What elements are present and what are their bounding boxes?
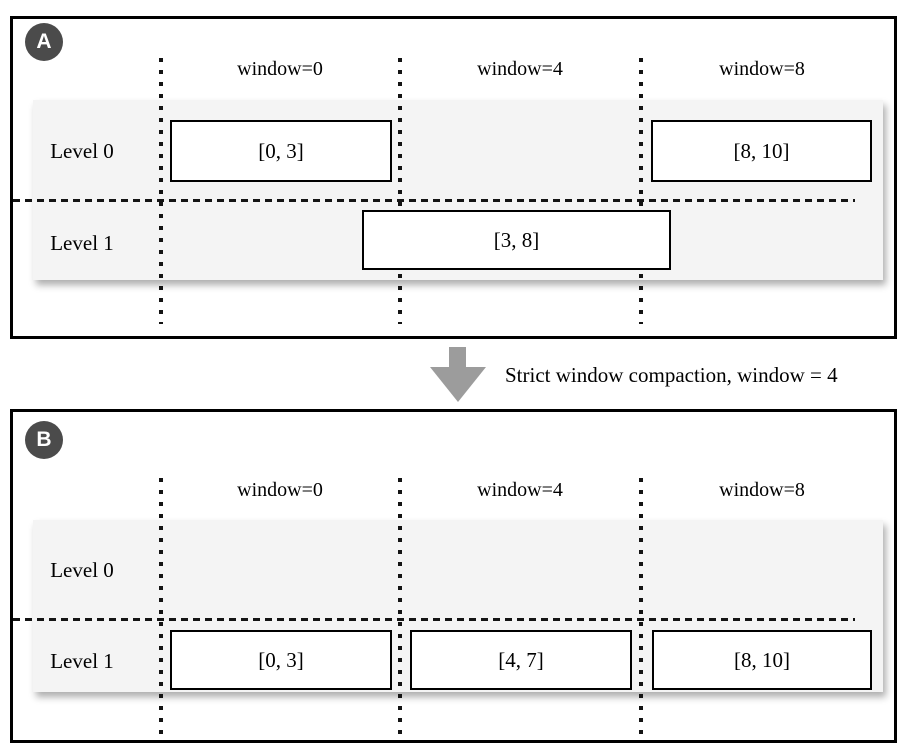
panel-a-window-divider-dotted-line-2 [639,58,643,324]
panel-a-level-1-sstable-box-3-8: [3, 8] [362,210,671,270]
panel-b-badge: B [25,421,63,459]
panel-b-window-divider-dotted-line-2 [639,478,643,740]
panel-a-level-divider-dashed-line [13,199,855,202]
panel-b-after-compaction: B window=0 window=4 window=8 Level 0 Lev… [10,409,897,743]
panel-b-column-header-window-0: window=0 [237,479,323,501]
panel-a-level-0-sstable-box-8-10: [8, 10] [651,120,872,182]
panel-a-column-header-window-0: window=0 [237,58,323,80]
panel-a-column-header-window-4: window=4 [477,58,563,80]
transition-caption: Strict window compaction, window = 4 [505,363,838,387]
down-arrow-icon [449,347,466,368]
panel-b-column-header-window-4: window=4 [477,479,563,501]
panel-a-level-1-label: Level 1 [50,231,114,255]
panel-b-window-divider-dotted-line-1 [398,478,402,740]
panel-a-level-0-label: Level 0 [50,139,114,163]
panel-b-column-header-window-8: window=8 [719,479,805,501]
panel-b-window-divider-dotted-line-0 [159,478,163,740]
panel-b-level-divider-dashed-line [13,618,855,621]
panel-b-level-0-label: Level 0 [50,558,114,582]
panel-a-column-header-window-8: window=8 [719,58,805,80]
panel-a-badge: A [25,23,63,61]
panel-b-level-1-sstable-box-8-10: [8, 10] [652,630,872,690]
panel-a-before-compaction: A window=0 window=4 window=8 Level 0 Lev… [10,16,897,339]
panel-b-level-1-label: Level 1 [50,649,114,673]
down-arrow-head-icon [430,367,486,402]
panel-a-window-divider-dotted-line-1 [398,58,402,324]
panel-a-window-divider-dotted-line-0 [159,58,163,324]
panel-b-level-1-sstable-box-4-7: [4, 7] [410,630,632,690]
panel-a-level-0-sstable-box-0-3: [0, 3] [170,120,392,182]
panel-b-level-1-sstable-box-0-3: [0, 3] [170,630,392,690]
